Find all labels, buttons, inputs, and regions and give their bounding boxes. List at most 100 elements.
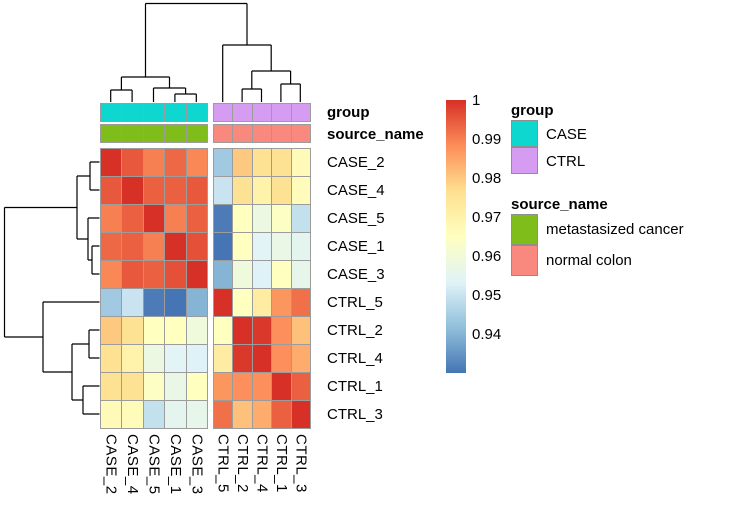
annotation-source-cell <box>232 124 253 143</box>
heatmap-cell <box>121 232 144 261</box>
heatmap-cell <box>100 372 123 401</box>
colorbar-tick-label: 1 <box>472 91 481 109</box>
column-label: CTRL_4 <box>253 434 271 493</box>
heatmap-cell <box>142 316 166 345</box>
column-label: CTRL_2 <box>234 434 252 493</box>
heatmap-cell <box>251 148 273 177</box>
heatmap-cell <box>290 148 311 177</box>
legend-swatch-normal-colon <box>511 245 538 276</box>
row-label: CTRL_3 <box>327 405 383 423</box>
legend-swatch-ctrl <box>511 147 538 174</box>
heatmap-cell <box>213 372 234 401</box>
heatmap-cell <box>232 176 253 205</box>
annotation-group-cell <box>185 103 208 122</box>
annotation-group-cell <box>232 103 253 122</box>
heatmap-cell <box>185 260 208 289</box>
heatmap-cell <box>121 344 144 373</box>
annotation-source-cell <box>100 124 123 143</box>
heatmap-cell <box>100 344 123 373</box>
heatmap-cell <box>290 344 311 373</box>
heatmap-cell <box>185 400 208 429</box>
column-dendrogram <box>110 2 301 102</box>
heatmap-cell <box>164 288 187 317</box>
heatmap-cell <box>100 176 123 205</box>
heatmap-cell <box>185 372 208 401</box>
heatmap-cell <box>290 204 311 233</box>
heatmap-cell <box>100 400 123 429</box>
annotation-group-cell <box>164 103 187 122</box>
annotation-group-cell <box>271 103 292 122</box>
heatmap-cell <box>251 316 273 345</box>
annotation-group-cell <box>121 103 144 122</box>
heatmap-cell <box>271 344 292 373</box>
column-label: CTRL_3 <box>292 434 310 493</box>
annotation-source-cell <box>271 124 292 143</box>
heatmap-cell <box>232 288 253 317</box>
annotation-source-cell <box>121 124 144 143</box>
heatmap-cell <box>185 316 208 345</box>
legend-label-ctrl: CTRL <box>546 153 586 170</box>
heatmap-cell <box>232 344 253 373</box>
heatmap-cell <box>121 316 144 345</box>
heatmap-cell <box>290 176 311 205</box>
heatmap-cell <box>232 400 253 429</box>
row-dendrogram <box>3 161 100 415</box>
annotation-row-label-source: source_name <box>327 126 424 143</box>
heatmap-cell <box>251 372 273 401</box>
heatmap-cell <box>271 204 292 233</box>
annotation-source-cell <box>164 124 187 143</box>
heatmap-cell <box>271 176 292 205</box>
heatmap-cell <box>121 204 144 233</box>
annotation-source-cell <box>251 124 273 143</box>
heatmap-cell <box>164 344 187 373</box>
annotation-row-label-group: group <box>327 104 370 121</box>
heatmap-cell <box>100 204 123 233</box>
legend-label-normal-colon: normal colon <box>546 252 632 269</box>
heatmap-cell <box>271 316 292 345</box>
heatmap-cell <box>290 316 311 345</box>
heatmap-cell <box>100 288 123 317</box>
heatmap-cell <box>121 260 144 289</box>
heatmap-cell <box>100 260 123 289</box>
heatmap-cell <box>213 288 234 317</box>
heatmap-cell <box>164 204 187 233</box>
legend-swatch-case <box>511 120 538 147</box>
colorbar-tick-label: 0.99 <box>472 130 502 148</box>
heatmap-cell <box>142 260 166 289</box>
heatmap-cell <box>213 232 234 261</box>
heatmap-cell <box>142 344 166 373</box>
column-label: CTRL_1 <box>272 434 290 493</box>
heatmap-cell <box>185 204 208 233</box>
colorbar-tick-label: 0.95 <box>472 286 502 304</box>
heatmap-cell <box>232 260 253 289</box>
heatmap-cell <box>100 148 123 177</box>
heatmap-cell <box>271 148 292 177</box>
column-label: CASE_1 <box>166 434 184 495</box>
heatmap-cell <box>232 316 253 345</box>
annotation-source-cell <box>290 124 311 143</box>
heatmap-cell <box>121 372 144 401</box>
heatmap-cell <box>251 288 273 317</box>
heatmap-cell <box>251 344 273 373</box>
heatmap-cell <box>121 288 144 317</box>
heatmap-cell <box>251 232 273 261</box>
heatmap-cell <box>290 372 311 401</box>
heatmap-cell <box>290 260 311 289</box>
colorbar-tick-label: 0.97 <box>472 208 502 226</box>
legend-swatch-metastasized <box>511 214 538 245</box>
annotation-group-cell <box>213 103 234 122</box>
heatmap-cell <box>232 232 253 261</box>
heatmap-cell <box>164 372 187 401</box>
annotation-group-cell <box>100 103 123 122</box>
heatmap-cell <box>290 400 311 429</box>
heatmap-cell <box>185 176 208 205</box>
heatmap-cell <box>142 148 166 177</box>
annotation-group-cell <box>142 103 166 122</box>
heatmap-cell <box>271 372 292 401</box>
annotation-group-cell <box>251 103 273 122</box>
column-label: CASE_3 <box>188 434 206 495</box>
heatmap-cell <box>290 232 311 261</box>
row-label: CASE_1 <box>327 237 385 255</box>
